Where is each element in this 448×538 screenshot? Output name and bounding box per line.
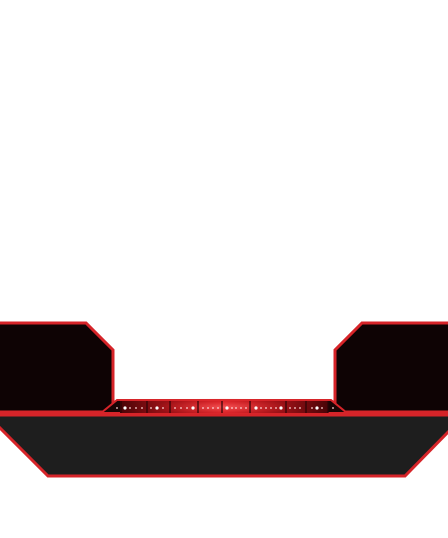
led-dot — [202, 407, 204, 409]
led-dot — [254, 406, 258, 410]
led-dot — [332, 407, 334, 409]
led-dot — [155, 406, 159, 410]
led-light-strip — [98, 398, 350, 416]
led-dot — [311, 407, 313, 409]
led-dot — [217, 407, 219, 409]
led-dot — [162, 407, 164, 409]
led-dot — [207, 407, 209, 409]
led-dot — [150, 407, 152, 409]
bottom-panel — [0, 413, 448, 478]
led-dot — [265, 407, 267, 409]
left-side-panel — [0, 321, 115, 414]
led-dot — [270, 407, 272, 409]
led-dot — [225, 406, 229, 410]
led-dot — [294, 407, 296, 409]
led-dot — [116, 407, 118, 409]
led-dot — [186, 407, 188, 409]
led-dot — [240, 407, 242, 409]
led-dot — [231, 407, 233, 409]
led-dot — [123, 406, 127, 410]
led-dot — [129, 407, 131, 409]
led-dot — [191, 406, 195, 410]
led-dot — [321, 407, 323, 409]
led-dot — [180, 407, 182, 409]
led-dot — [235, 407, 237, 409]
led-dot — [260, 407, 262, 409]
right-side-panel — [333, 321, 448, 414]
led-dot — [275, 407, 277, 409]
led-dot — [135, 407, 137, 409]
led-dot — [299, 407, 301, 409]
led-dot — [289, 407, 291, 409]
led-dot — [174, 407, 176, 409]
led-dot — [245, 407, 247, 409]
led-dot — [212, 407, 214, 409]
led-dot — [279, 406, 283, 410]
led-dot — [141, 407, 143, 409]
led-dot — [315, 406, 319, 410]
